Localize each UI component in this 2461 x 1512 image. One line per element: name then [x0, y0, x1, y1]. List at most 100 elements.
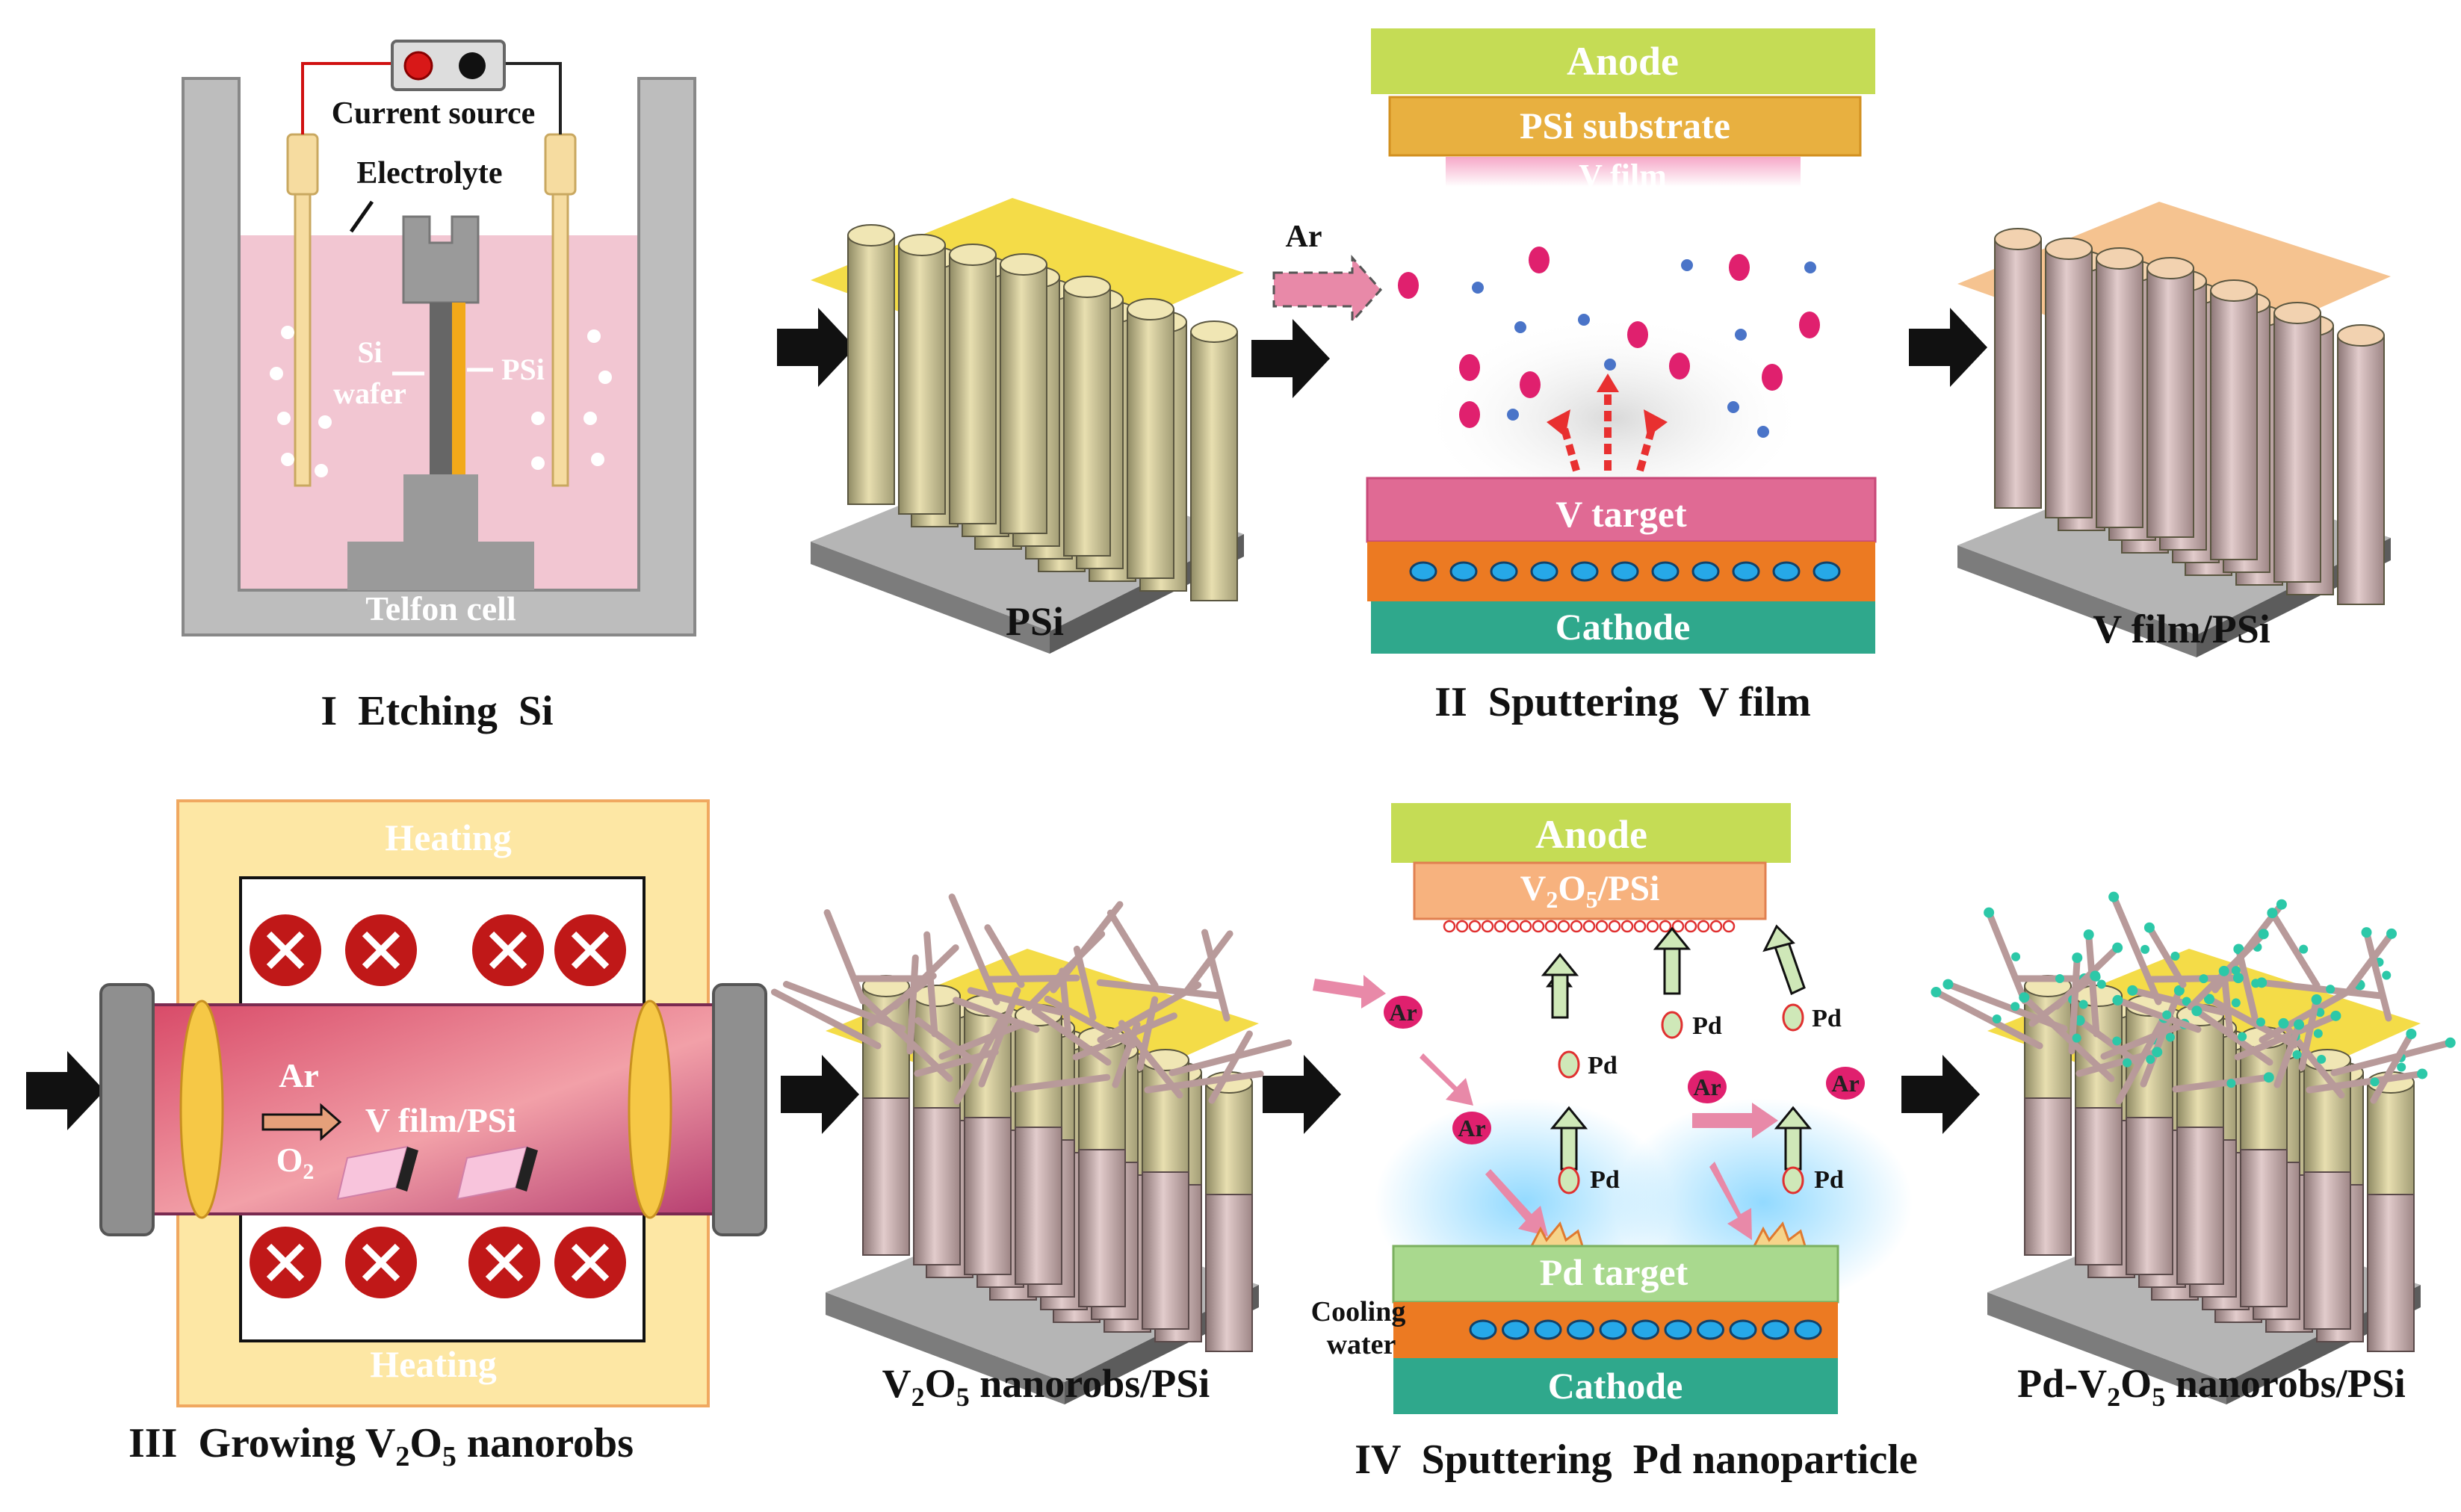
heater-icon — [250, 1227, 321, 1298]
pillar-top — [1127, 298, 1174, 320]
nanorod — [952, 997, 1040, 1033]
cooling-label: Cooling — [1311, 1296, 1406, 1327]
nanorod — [823, 909, 867, 1005]
pillar-lower — [1015, 1127, 1062, 1285]
nanorod — [2306, 1070, 2426, 1094]
pd-particle-icon — [1608, 920, 1621, 933]
cooling-channel-icon — [1632, 1319, 1659, 1340]
svg-text:Pd: Pd — [1814, 1166, 1844, 1194]
left-electrode-cap — [286, 133, 319, 196]
pd-nanoparticle-icon — [2258, 929, 2269, 940]
nanorod — [2140, 987, 2183, 1088]
bubbles — [270, 326, 612, 477]
nanorod — [1208, 1030, 1253, 1104]
nanorod — [1031, 1007, 1112, 1066]
teflon-cell-label: Telfon cell — [365, 589, 516, 628]
pillar-top — [2273, 302, 2321, 324]
right-seal — [628, 1000, 672, 1219]
heater-icon — [250, 914, 321, 986]
pd-nanoparticle-icon — [2010, 1002, 2020, 1011]
pillar-lower — [1205, 1194, 1253, 1352]
nanorod — [2172, 1073, 2273, 1093]
pd-nanoparticle-icon — [2165, 1032, 2175, 1042]
si-label: Si — [357, 335, 382, 369]
pd-nanoparticle-icon — [2315, 1008, 2325, 1017]
psi-layer — [452, 303, 465, 474]
heater-icon — [345, 914, 417, 986]
cooling-channels — [1409, 561, 1841, 582]
ar-inflow-arrow-icon — [1272, 255, 1383, 324]
pd-particle-icon — [1532, 920, 1545, 933]
pd-nanoparticle-icon — [2417, 1068, 2428, 1079]
pillar — [1127, 309, 1174, 579]
left-flange — [99, 983, 155, 1236]
pd-particle-icon — [1659, 920, 1672, 933]
v2o5-psi-substrate-plate — [1413, 861, 1767, 920]
nanorod — [2273, 1021, 2303, 1088]
nanorod — [2076, 1017, 2140, 1065]
pd-upward-arrows — [1541, 924, 1813, 1171]
pd-nanoparticle-icon — [2311, 994, 2322, 1006]
panel-sputtering-pd: Anode V2O5/PSi Ar Ar Ar Ar — [1311, 803, 1918, 1483]
pd-particle-icon — [1481, 920, 1494, 933]
pillar — [1063, 286, 1111, 557]
pd-particle-icon — [1493, 920, 1507, 933]
nanorod — [2330, 1039, 2454, 1076]
ar-gas-label: Ar — [279, 1056, 319, 1094]
pd-nanoparticle-icon — [2361, 927, 2372, 938]
pd-nanoparticle-icon — [1984, 907, 1995, 918]
nanorod — [1136, 996, 1159, 1071]
pd-nanoparticle-icon — [2173, 985, 2185, 996]
pd-nanoparticle-icon — [2231, 998, 2241, 1008]
cathode-plate — [1371, 601, 1875, 654]
v-film-layer — [1446, 157, 1801, 187]
pd-atoms: Pd Pd Pd Pd Pd — [1558, 1003, 1844, 1195]
pillar — [2210, 290, 2258, 560]
pd-nanoparticle-icon — [2231, 966, 2241, 976]
nanorod — [2193, 1007, 2273, 1066]
pillar-lower — [2240, 1149, 2288, 1307]
electrolyte-label: Electrolyte — [356, 156, 502, 190]
panel2-caption: II Sputtering V film — [1434, 679, 1811, 725]
negative-terminal-icon — [459, 52, 486, 79]
o2-label: O2 — [276, 1141, 315, 1184]
nanorod — [1144, 1070, 1264, 1094]
pd-particle-icon — [1722, 920, 1736, 933]
v2o5-nanorod-array — [770, 893, 1293, 1404]
nanorod — [2115, 1014, 2167, 1105]
pd-nanoparticle-icon — [2232, 973, 2244, 984]
substrate-base-front — [811, 542, 1050, 654]
svg-text:Pd: Pd — [1812, 1005, 1842, 1032]
pd-particle-icon — [1671, 920, 1685, 933]
red-wire — [301, 62, 418, 134]
nanorod — [770, 988, 882, 1050]
pillar-lower — [2024, 1097, 2072, 1256]
panel-sputtering-v: Anode PSi substrate V film Ar V target — [1272, 28, 1877, 725]
pd-particle-icon — [1684, 920, 1697, 933]
pillar-lower — [2176, 1127, 2224, 1285]
pillar — [949, 254, 997, 524]
pd-nanoparticle-icon — [2330, 1010, 2341, 1021]
v-target-label: V target — [1555, 493, 1687, 535]
pd-nanoparticle-icon — [2162, 1010, 2172, 1020]
cathode-label-2: Cathode — [1548, 1365, 1683, 1407]
v-film-psi-pillar-array — [1957, 202, 2391, 657]
ar-ions-2 — [1313, 975, 1778, 1240]
pd-v2o5-nanorod-array — [1931, 891, 2456, 1404]
psi-substrate-label: PSi substrate — [1520, 105, 1730, 146]
nanorod — [2363, 929, 2392, 1022]
pd-nanoparticle-icon — [2011, 952, 2021, 961]
cooling-channel-icon — [1534, 1319, 1562, 1340]
pd-nanoparticle-icon — [2055, 974, 2064, 983]
nanorod — [906, 954, 919, 1055]
left-electrode-rod — [294, 193, 312, 487]
pd-particle-icon — [1468, 920, 1482, 933]
svg-text:Ar: Ar — [1458, 1115, 1485, 1141]
pillar-lower — [2075, 1107, 2123, 1265]
pd-nanoparticle-icon — [1943, 979, 1954, 990]
anode-plate — [1371, 28, 1875, 94]
pd-nanoparticle-icon — [2292, 1050, 2302, 1059]
cathode-plate-2 — [1393, 1358, 1838, 1414]
pd-particle-icon — [1557, 920, 1570, 933]
arrow-right-icon — [781, 1055, 859, 1134]
